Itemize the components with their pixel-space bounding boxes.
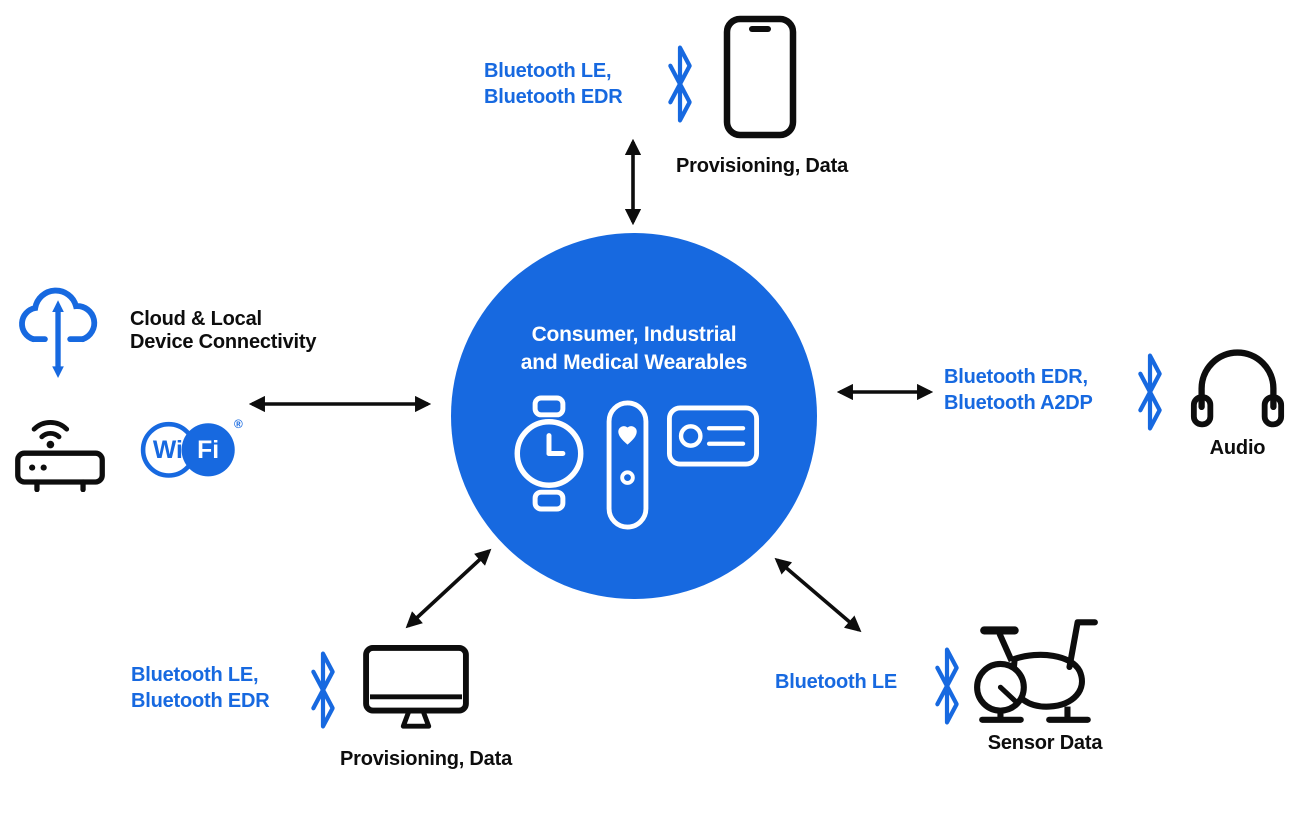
center-title-line1: Consumer, Industrial — [531, 323, 737, 346]
wifi-router-icon — [15, 420, 105, 492]
bluetooth-icon — [668, 45, 692, 123]
center-node-title: Consumer, Industrial and Medical Wearabl… — [451, 321, 817, 378]
bluetooth-icon — [1138, 353, 1162, 431]
cloud-label-line2: Device Connectivity — [130, 331, 317, 353]
center-node-wearables: Consumer, Industrial and Medical Wearabl… — [451, 233, 817, 599]
bottom-right-caption-text: Sensor Data — [987, 732, 1103, 754]
top-caption-text: Provisioning, Data — [676, 155, 848, 177]
top-protocol-label: Bluetooth LE, Bluetooth EDR — [484, 58, 623, 111]
audio-caption-text: Audio — [1209, 437, 1266, 459]
bottom-left-protocol-line1: Bluetooth LE, — [131, 664, 259, 686]
right-protocol-line2: Bluetooth A2DP — [944, 392, 1093, 415]
wearable-icons-group — [451, 395, 817, 530]
cloud-label: Cloud & Local Device Connectivity — [130, 308, 316, 354]
arrow-bottom-left — [405, 548, 492, 629]
right-protocol-label: Bluetooth EDR, Bluetooth A2DP — [944, 364, 1093, 417]
wifi-logo-wi-text: Wi — [153, 437, 183, 464]
smartwatch-icon — [514, 395, 583, 512]
bottom-left-caption: Provisioning, Data — [331, 748, 521, 771]
fitness-band-icon — [606, 400, 648, 530]
top-caption: Provisioning, Data — [664, 155, 860, 178]
bottom-left-protocol-label: Bluetooth LE, Bluetooth EDR — [131, 662, 270, 715]
desktop-monitor-icon — [363, 644, 469, 729]
bluetooth-icon — [935, 647, 959, 725]
arrow-bottom-right — [774, 557, 862, 633]
top-protocol-line1: Bluetooth LE, — [484, 60, 612, 82]
bluetooth-icon — [311, 651, 335, 729]
audio-caption: Audio — [1189, 437, 1286, 460]
wifi-logo-fi-text: Fi — [197, 437, 219, 464]
cloud-sync-icon — [19, 287, 98, 378]
id-badge-icon — [666, 405, 759, 467]
right-protocol-line1: Bluetooth EDR, — [944, 366, 1088, 388]
bottom-right-protocol-label: Bluetooth LE — [775, 669, 897, 695]
bottom-right-caption: Sensor Data — [978, 732, 1112, 755]
exercise-bike-icon — [974, 619, 1098, 723]
top-protocol-line2: Bluetooth EDR — [484, 86, 623, 109]
smartphone-icon — [723, 15, 797, 139]
bottom-left-protocol-line2: Bluetooth EDR — [131, 690, 270, 713]
cloud-label-line1: Cloud & Local — [130, 308, 262, 330]
headphones-icon — [1190, 349, 1285, 428]
center-title-line2: and Medical Wearables — [520, 351, 748, 375]
bottom-right-protocol-line1: Bluetooth LE — [775, 671, 898, 693]
wifi-logo: Wi Fi ® — [140, 417, 243, 478]
wifi-logo-registered-mark: ® — [234, 417, 243, 431]
bottom-left-caption-text: Provisioning, Data — [340, 748, 512, 770]
